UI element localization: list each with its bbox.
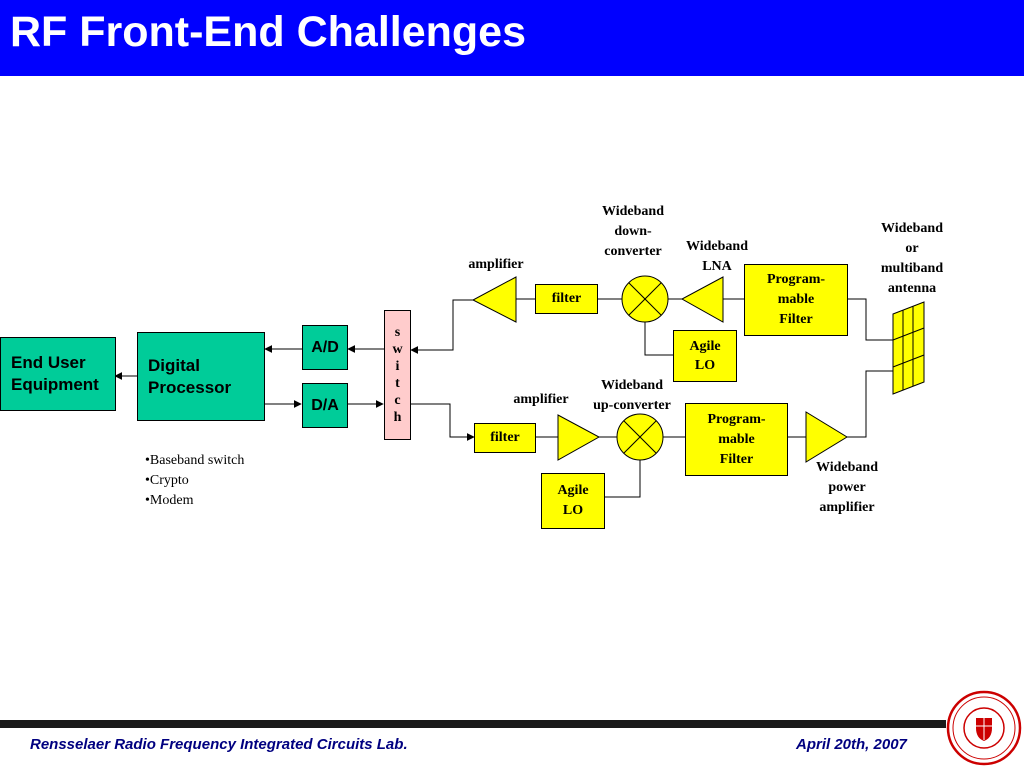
antenna-line: Wideband (881, 221, 943, 236)
tx-pa-line: power (828, 480, 866, 495)
tx-prog-filter-line: mable (718, 431, 755, 447)
wire-rx-amp-to-switch (410, 299, 473, 354)
rx-mixer-symbol (621, 275, 669, 323)
tx-prog-filter-line: Filter (719, 451, 754, 467)
wire-antenna-to-rx (848, 298, 893, 341)
end-user-equipment-block: End User Equipment (0, 337, 116, 411)
footer-rule (0, 720, 946, 728)
rx-prog-filter-line: Program- (766, 272, 826, 287)
slide-title: RF Front-End Challenges (10, 8, 526, 56)
rx-lna-triangle (680, 276, 724, 323)
rx-lna-line: Wideband (686, 239, 748, 254)
tx-agile-lo-line: LO (562, 503, 584, 518)
rx-amplifier-triangle (471, 276, 517, 323)
ad-converter-block: A/D (302, 325, 348, 370)
tx-agile-lo-block: Agile LO (541, 473, 605, 529)
footer-lab-name: Rensselaer Radio Frequency Integrated Ci… (30, 736, 408, 753)
da-converter-block: D/A (302, 383, 348, 428)
rx-prog-filter-line: Filter (779, 312, 813, 327)
tx-pa-line: amplifier (819, 500, 875, 515)
rx-amplifier-label: amplifier (468, 257, 524, 272)
footer-date: April 20th, 2007 (796, 736, 907, 753)
tx-amplifier-label: amplifier (513, 392, 569, 407)
rpi-seal-logo (946, 690, 1022, 766)
processor-note-item: •Modem (145, 493, 194, 508)
processor-note-item: •Crypto (145, 473, 189, 488)
tx-upconverter-label: Wideband up-converter (580, 376, 684, 416)
rx-agile-lo-block: Agile LO (673, 330, 737, 382)
tx-programmable-filter-block: Program- mable Filter (685, 403, 788, 476)
title-bar (0, 0, 1024, 76)
switch-letter: t (395, 376, 400, 391)
processor-notes-list: •Baseband switch •Crypto •Modem (145, 451, 244, 511)
rx-lna-label: Wideband LNA (675, 237, 759, 277)
tx-mixer-symbol (616, 413, 664, 461)
rx-downconverter-label: Wideband down- converter (592, 202, 674, 262)
wire-lo-to-tx-mixer (605, 460, 641, 498)
da-converter-label: D/A (311, 396, 339, 414)
wire-switch-to-tx-filter (411, 403, 475, 441)
rx-programmable-filter-block: Program- mable Filter (744, 264, 848, 336)
tx-filter-block: filter (474, 423, 536, 453)
digital-processor-block: Digital Processor (137, 332, 265, 421)
switch-block: s w i t c h (384, 310, 411, 440)
tx-amplifier-triangle (557, 414, 601, 461)
tx-upconverter-line: Wideband (601, 378, 663, 393)
antenna-line: or (905, 241, 919, 256)
digital-processor-label: Digital Processor (148, 355, 232, 397)
switch-letter: s (394, 325, 401, 340)
switch-letter: h (393, 410, 402, 425)
rx-lna-line: LNA (702, 259, 732, 274)
rx-prog-filter-line: mable (777, 292, 815, 307)
antenna-array (892, 301, 925, 395)
rx-filter-block: filter (535, 284, 598, 314)
rx-downconverter-line: converter (604, 244, 662, 259)
antenna-line: multiband (880, 261, 944, 276)
end-user-equipment-label: End User Equipment (11, 353, 99, 394)
rx-agile-lo-line: Agile (689, 339, 721, 354)
rx-agile-lo-line: LO (694, 358, 716, 373)
tx-prog-filter-line: Program- (707, 411, 766, 427)
rx-downconverter-line: Wideband (602, 204, 664, 219)
tx-filter-label: filter (490, 430, 520, 445)
tx-pa-label: Wideband power amplifier (803, 458, 891, 518)
rx-filter-label: filter (551, 291, 582, 306)
rx-downconverter-line: down- (614, 224, 652, 239)
tx-upconverter-line: up-converter (593, 398, 671, 413)
switch-letter: c (394, 393, 401, 408)
tx-pa-triangle (805, 411, 848, 463)
switch-letter: i (395, 359, 400, 374)
wire-lo-to-rx-mixer (644, 322, 673, 356)
tx-pa-line: Wideband (816, 460, 878, 475)
antenna-label: Wideband or multiband antenna (866, 219, 958, 299)
tx-agile-lo-line: Agile (557, 483, 589, 498)
processor-note-item: •Baseband switch (145, 453, 245, 468)
switch-letter: w (392, 342, 403, 357)
ad-converter-label: A/D (311, 338, 339, 356)
antenna-line: antenna (887, 281, 937, 296)
wire-pa-to-antenna (847, 370, 893, 438)
